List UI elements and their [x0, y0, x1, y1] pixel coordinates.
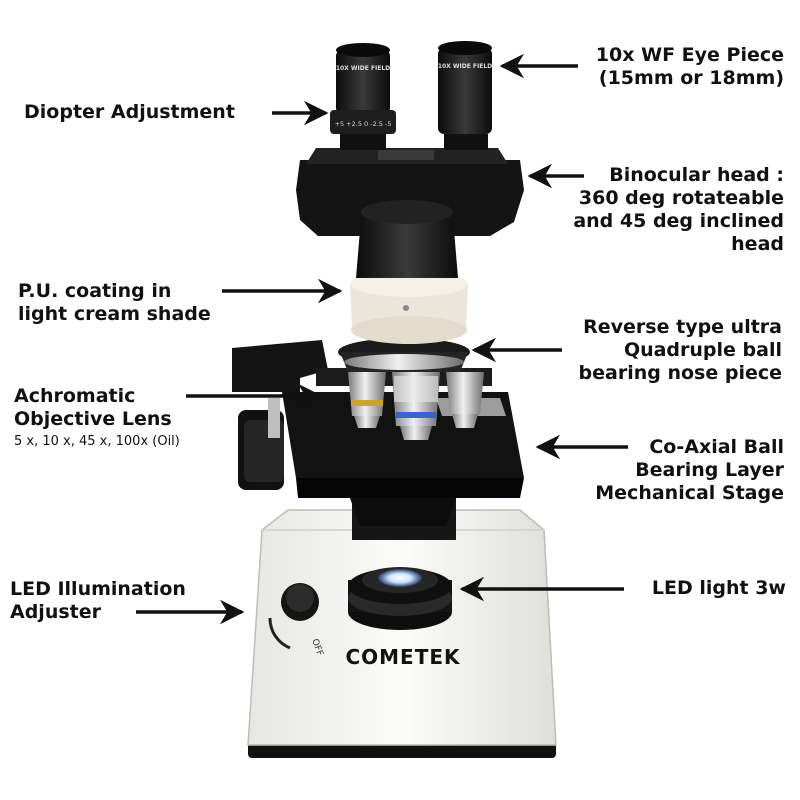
diopter-scale: +5 +2.5 0 -2.5 -5 — [335, 120, 392, 128]
label-coating: P.U. coating in light cream shade — [18, 280, 211, 325]
callout-arrows — [136, 53, 628, 625]
led-lamp — [348, 567, 452, 630]
label-diopter: Diopter Adjustment — [24, 101, 235, 123]
eyepiece-left: 10X WIDE FIELD +5 +2.5 0 -2.5 -5 — [330, 43, 396, 150]
objective-5x — [348, 372, 386, 428]
label-binocular-head: Binocular head : 360 deg rotateable and … — [573, 164, 784, 255]
objective-45x — [446, 372, 484, 428]
label-eyepiece: 10x WF Eye Piece (15mm or 18mm) — [595, 44, 784, 89]
microscope-base — [247, 509, 557, 758]
brand-logo: COMETEK — [345, 645, 461, 669]
label-stage: Co-Axial Ball Bearing Layer Mechanical S… — [595, 436, 784, 504]
label-led-light: LED light 3w — [651, 577, 786, 599]
nosepiece — [338, 338, 470, 372]
label-nosepiece: Reverse type ultra Quadruple ball bearin… — [578, 316, 782, 384]
label-objective: Achromatic Objective Lens — [14, 385, 172, 430]
objective-lenses — [348, 372, 484, 440]
eyepiece-left-text: 10X WIDE FIELD — [336, 65, 390, 72]
label-objective-magnifications: 5 x, 10 x, 45 x, 100x (Oil) — [14, 434, 180, 449]
binocular-head — [296, 148, 524, 278]
objective-10x — [392, 372, 440, 440]
illumination-knob[interactable]: OFF — [268, 583, 325, 657]
label-led-adjuster: LED Illumination Adjuster — [10, 578, 186, 623]
cream-coating-collar — [350, 271, 468, 344]
eyepiece-right-text: 10X WIDE FIELD — [438, 63, 492, 70]
eyepiece-right: 10X WIDE FIELD — [438, 41, 492, 150]
